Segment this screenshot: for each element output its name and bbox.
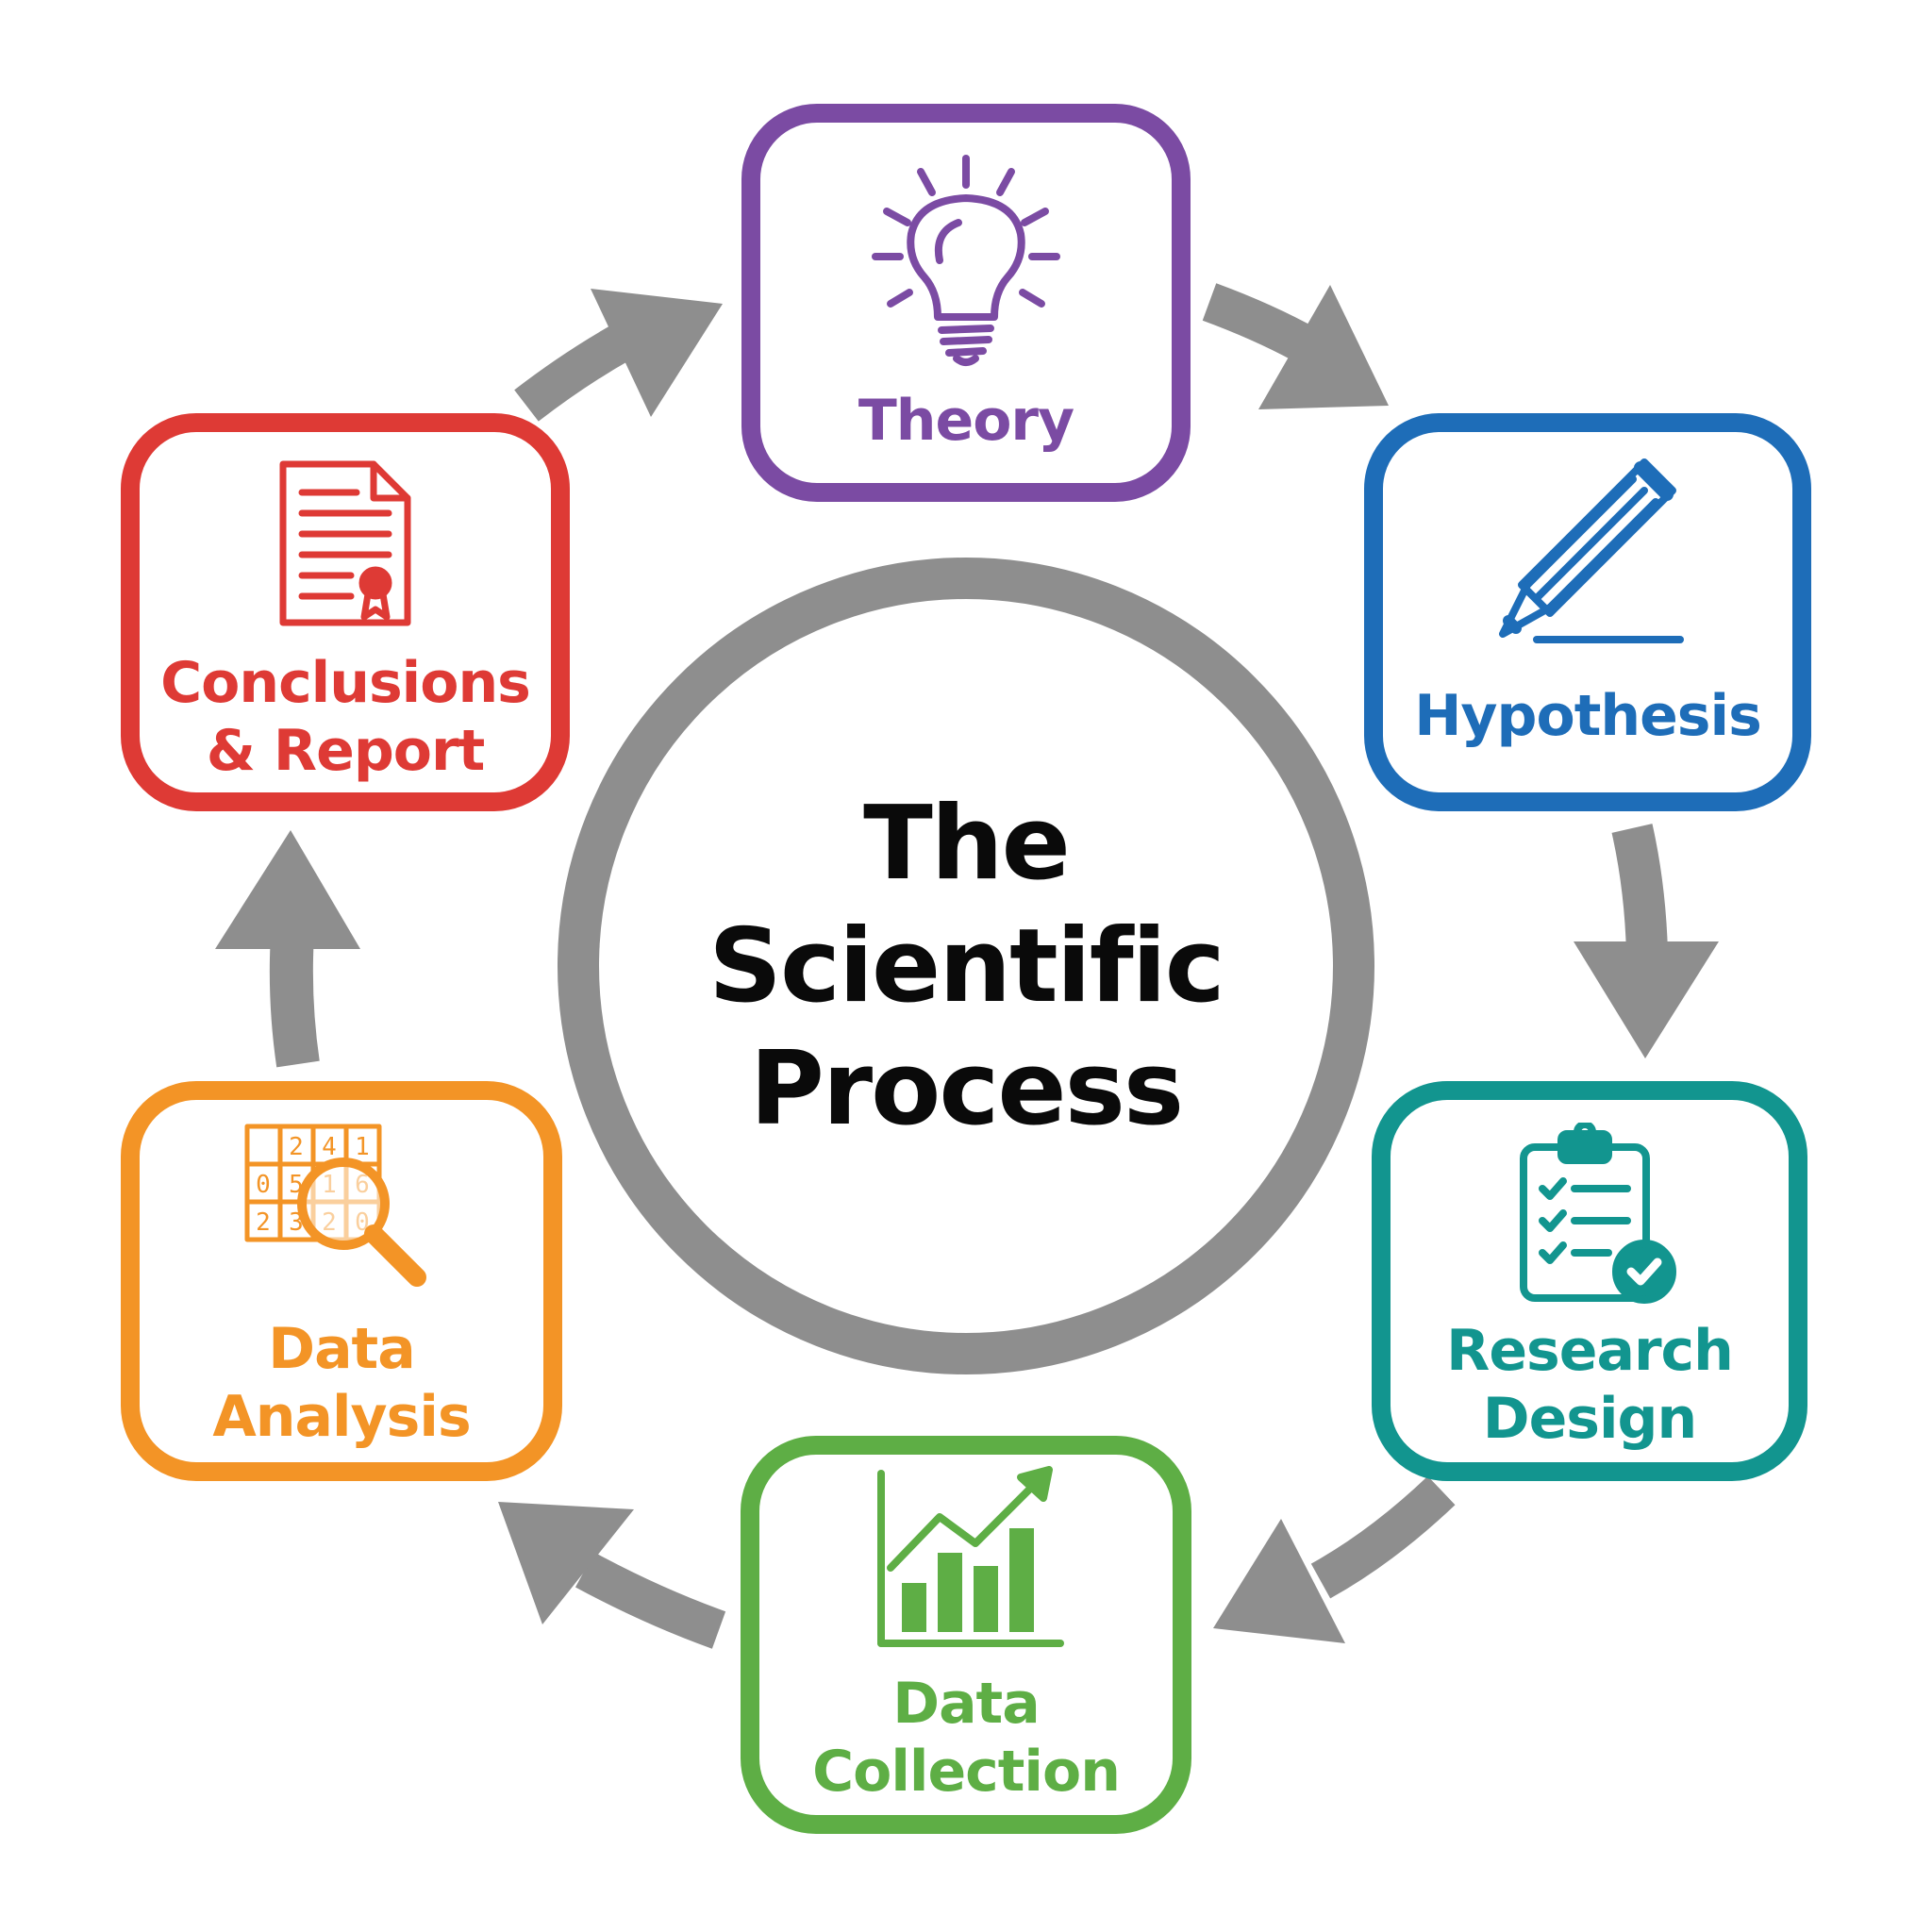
step-hypothesis: Hypothesis (1364, 413, 1811, 811)
arrow-collection-to-analysis (498, 1502, 726, 1649)
arrow-hypothesis-to-design (1574, 824, 1719, 1058)
center-title-line2: Scientific (708, 908, 1225, 1025)
pencil-icon (1499, 458, 1684, 643)
certificate-document-icon (279, 460, 411, 626)
step-hypothesis-label: Hypothesis (1414, 683, 1762, 749)
grid-digit: 2 (256, 1208, 271, 1237)
arrow-design-to-collection (1213, 1475, 1456, 1643)
grid-digit: 0 (256, 1171, 271, 1199)
step-research-design: Research Design (1372, 1081, 1807, 1481)
step-theory: Theory (741, 104, 1191, 502)
step-research-design-label: Research Design (1446, 1318, 1734, 1452)
step-conclusions-report-label: Conclusions & Report (160, 650, 531, 784)
grid-digit: 1 (355, 1133, 370, 1161)
center-title-line3: Process (749, 1030, 1184, 1148)
clipboard-checklist-icon (1520, 1123, 1676, 1304)
step-data-analysis-label: Data Analysis (212, 1316, 471, 1450)
center-title: The Scientific Process (589, 783, 1343, 1151)
arrow-conclusions-to-theory (514, 289, 723, 422)
magnifier-grid-icon: 2 4 1 0 5 1 6 2 3 2 0 (244, 1124, 426, 1287)
grid-digit: 4 (322, 1133, 337, 1161)
center-title-line1: The (863, 785, 1071, 903)
arrow-theory-to-hypothesis (1202, 283, 1389, 409)
grid-digit: 2 (289, 1133, 304, 1161)
lightbulb-icon (872, 155, 1060, 366)
step-data-collection: Data Collection (741, 1436, 1191, 1834)
bar-chart-trend-icon (877, 1466, 1064, 1647)
step-data-analysis: 2 4 1 0 5 1 6 2 3 2 0 Data Analysis (121, 1081, 562, 1481)
step-conclusions-report: Conclusions & Report (121, 413, 570, 811)
step-theory-label: Theory (858, 388, 1074, 454)
step-data-collection-label: Data Collection (812, 1671, 1121, 1805)
arrow-analysis-to-conclusions (215, 830, 360, 1068)
